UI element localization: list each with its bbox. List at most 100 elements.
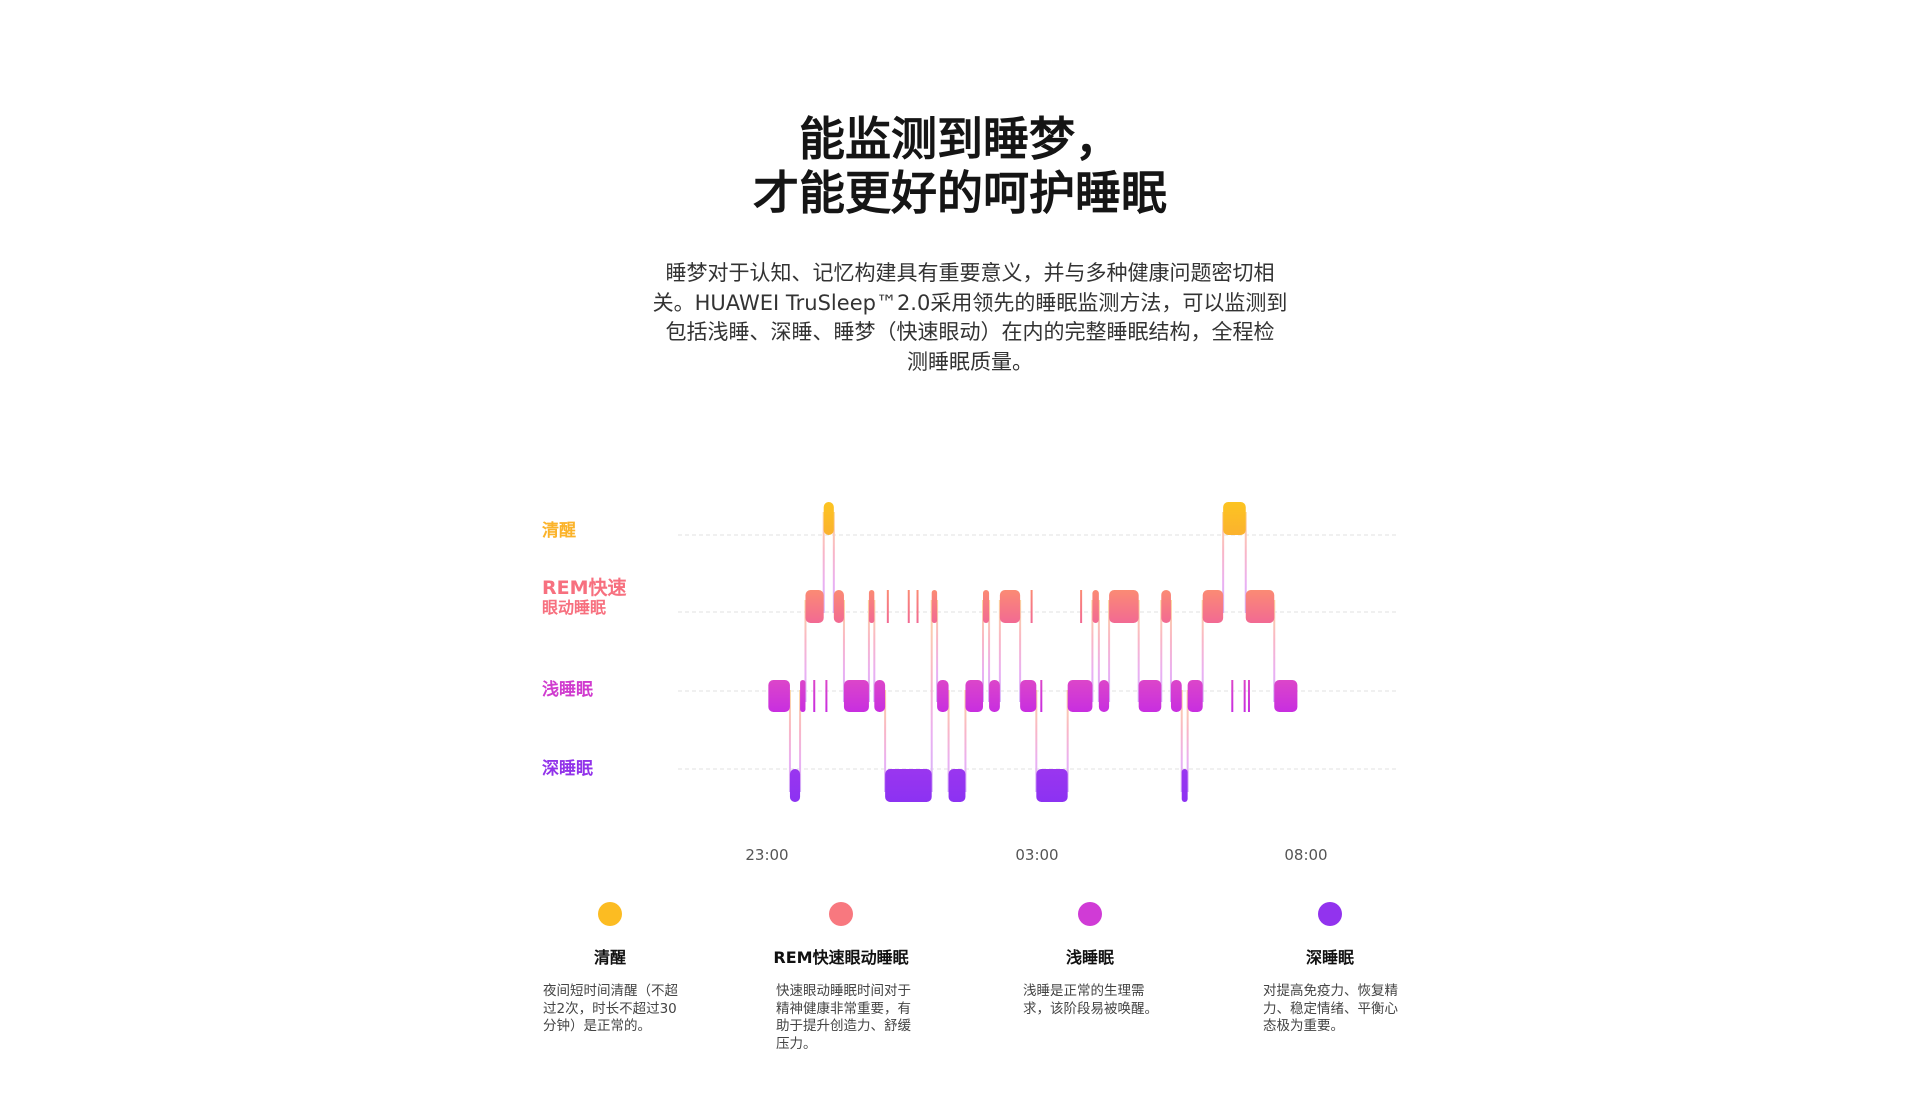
- stage-transition: [873, 600, 876, 702]
- spike-rem: [886, 590, 889, 623]
- spike-rem: [916, 590, 919, 623]
- legend-description: 对提高免疫力、恢复精力、稳定情绪、平衡心态极为重要。: [1263, 983, 1398, 1034]
- spike-rem: [907, 590, 910, 623]
- x-tick-label: 03:00: [1015, 846, 1059, 864]
- stage-transition: [1091, 600, 1094, 702]
- stage-transition: [1180, 690, 1183, 792]
- segment-rem: [833, 590, 844, 623]
- segment-rem: [1202, 590, 1224, 623]
- legend-dot-icon: [598, 902, 622, 926]
- legend-title: REM快速眼动睡眠: [773, 948, 909, 967]
- stage-transition: [832, 512, 835, 613]
- stage-transition: [1097, 600, 1100, 702]
- segment-rem: [868, 590, 875, 623]
- stage-transition: [1108, 600, 1111, 702]
- spike-rem: [1080, 590, 1083, 623]
- spike-light: [825, 680, 828, 712]
- stage-transition: [799, 690, 802, 792]
- segment-rem: [1109, 590, 1139, 623]
- stage-transition: [788, 690, 791, 792]
- stage-label-rem-line1: REM快速: [542, 577, 627, 599]
- segment-light: [1170, 680, 1182, 712]
- stage-label-light: 浅睡眠: [542, 680, 593, 700]
- segment-light: [989, 680, 1000, 712]
- segment-rem: [1161, 590, 1171, 623]
- stage-transition: [1137, 600, 1140, 702]
- segment-rem: [999, 590, 1021, 623]
- stage-transition: [804, 600, 807, 702]
- legend-description: 夜间短时间清醒（不超过2次，时长不超过30分钟）是正常的。: [543, 983, 678, 1034]
- stage-transition: [1273, 600, 1276, 702]
- stage-transition: [1169, 600, 1172, 702]
- stage-transition: [842, 600, 845, 702]
- spike-rem: [1030, 590, 1033, 623]
- stage-transition: [1222, 512, 1225, 613]
- segment-light: [1098, 680, 1110, 712]
- segment-rem: [1245, 590, 1275, 623]
- stage-transition: [982, 600, 984, 702]
- segment-light: [937, 680, 949, 712]
- spike-light: [813, 680, 816, 712]
- legend-description: 快速眼动睡眠时间对于精神健康非常重要，有助于提升创造力、舒缓压力。: [776, 983, 911, 1052]
- stage-transition: [936, 600, 939, 702]
- x-tick-label: 08:00: [1284, 846, 1328, 864]
- intro-line: 睡梦对于认知、记忆构建具有重要意义，并与多种健康问题密切相: [665, 261, 1275, 285]
- segment-light: [1274, 680, 1298, 712]
- segment-deep: [1181, 769, 1188, 802]
- stage-transition: [884, 690, 887, 792]
- legend-dot-icon: [1318, 902, 1342, 926]
- legend-title: 清醒: [593, 948, 627, 967]
- stage-label-rem-line2: 眼动睡眠: [542, 598, 607, 617]
- segment-light: [768, 680, 790, 712]
- segment-deep: [1036, 769, 1068, 802]
- intro-line: 关。HUAWEI TruSleep™2.0采用领先的睡眠监测方法，可以监测到: [652, 290, 1288, 315]
- segment-deep: [948, 769, 966, 802]
- spike-light: [1243, 680, 1246, 712]
- legend-dot-icon: [1078, 902, 1102, 926]
- legend-title: 浅睡眠: [1065, 948, 1115, 967]
- stage-transition: [822, 512, 825, 613]
- stage-transition: [998, 600, 1001, 702]
- legend-title: 深睡眠: [1305, 948, 1355, 967]
- intro-line: 包括浅睡、深睡、睡梦（快速眼动）在内的完整睡眠结构，全程检: [665, 320, 1275, 344]
- segment-light: [874, 680, 886, 712]
- title-line-2: 才能更好的呵护睡眠: [753, 166, 1167, 220]
- segment-awake: [1223, 502, 1246, 535]
- segment-light: [1187, 680, 1203, 712]
- stage-transition: [1244, 512, 1247, 613]
- segment-light: [800, 680, 806, 712]
- segment-deep: [789, 769, 801, 802]
- segment-deep: [885, 769, 932, 802]
- page-title: 能监测到睡梦， 才能更好的呵护睡眠: [0, 112, 1920, 220]
- stage-label-rem: REM快速 眼动睡眠: [542, 578, 627, 618]
- stage-transition: [1160, 600, 1163, 702]
- stage-transition: [1066, 690, 1069, 792]
- title-line-1: 能监测到睡梦，: [799, 112, 1121, 166]
- legend-dot-icon: [829, 902, 853, 926]
- stage-transition: [947, 690, 950, 792]
- legend-description: 浅睡是正常的生理需求，该阶段易被唤醒。: [1023, 983, 1158, 1017]
- segment-rem: [931, 590, 938, 623]
- segment-light: [1138, 680, 1162, 712]
- stage-transition: [964, 690, 967, 792]
- segment-rem: [983, 590, 990, 623]
- stage-transition: [930, 600, 933, 792]
- stage-label-awake: 清醒: [542, 521, 576, 541]
- stage-transition: [988, 600, 991, 702]
- spike-light: [1040, 680, 1043, 712]
- stage-transition: [1035, 690, 1038, 792]
- x-tick-label: 23:00: [745, 846, 789, 864]
- intro-paragraph: 睡梦对于认知、记忆构建具有重要意义，并与多种健康问题密切相 关。HUAWEI T…: [570, 259, 1370, 377]
- spike-light: [1231, 680, 1234, 712]
- segment-light: [1067, 680, 1093, 712]
- stage-transition: [1186, 690, 1189, 792]
- segment-light: [1020, 680, 1037, 712]
- stage-transition: [1201, 600, 1204, 702]
- intro-line: 测睡眠质量。: [907, 349, 1033, 374]
- spike-light: [1247, 680, 1250, 712]
- segment-light: [965, 680, 983, 712]
- segment-rem: [805, 590, 824, 623]
- segment-light: [843, 680, 869, 712]
- stage-transition: [1019, 600, 1022, 702]
